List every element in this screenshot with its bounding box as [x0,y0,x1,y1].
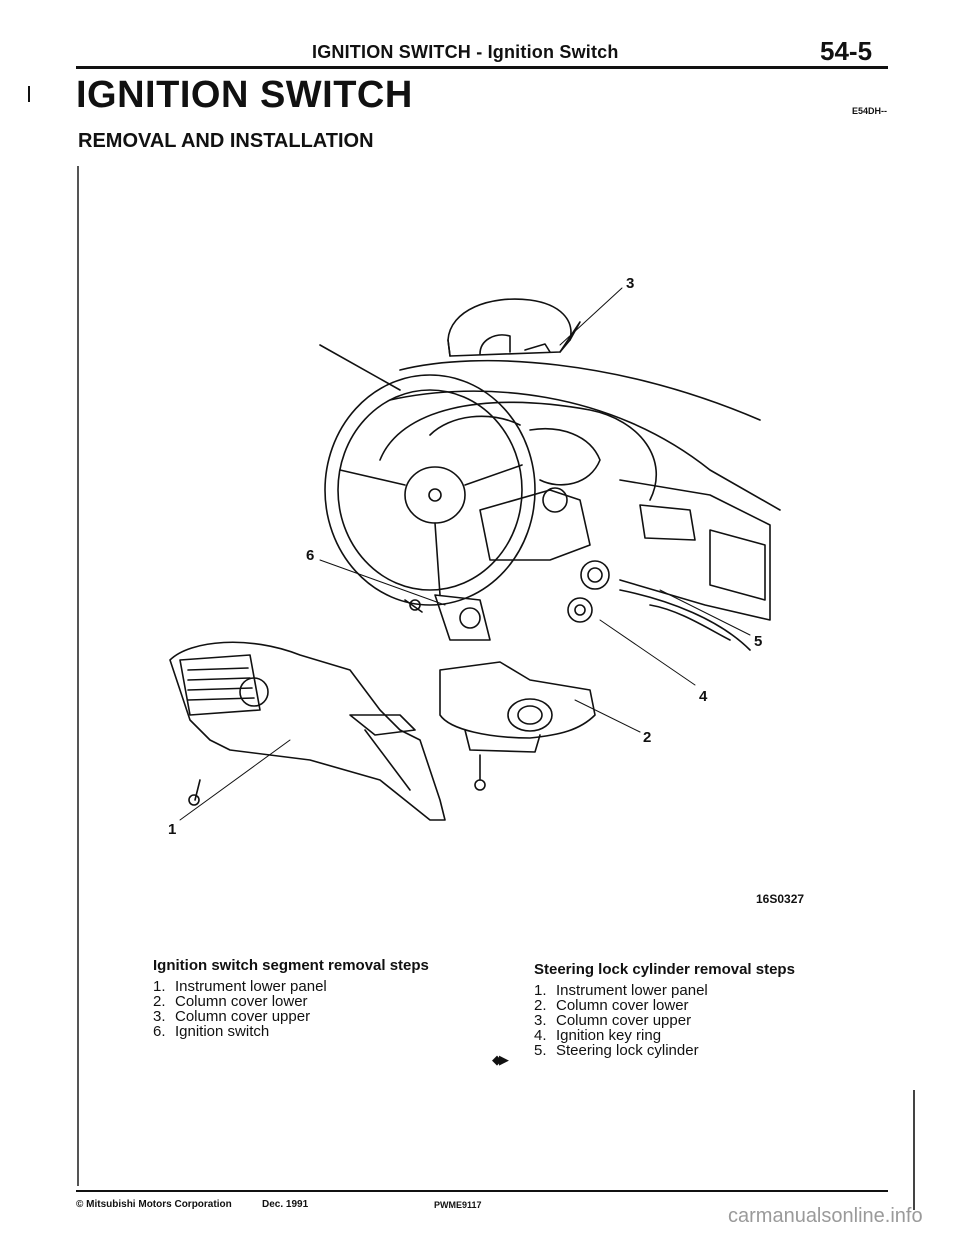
list-item: 6. Ignition switch [153,1024,429,1039]
column-cover-upper-drawing [447,298,581,357]
steps-list: 1. Instrument lower panel 2. Column cover … [534,983,795,1058]
figure-code: 16S0327 [756,892,805,906]
list-item: 2. Column cover lower [534,998,795,1013]
step-number: 1. [534,982,547,999]
exploded-view-diagram: 3 6 5 4 2 1 [150,260,790,860]
step-text: Ignition switch [175,1023,270,1040]
list-item: 1. Instrument lower panel [153,979,429,994]
step-text: Steering lock cylinder [556,1042,699,1059]
page-number: 54-5 [820,36,873,66]
list-item: 3. Column cover upper [153,1009,429,1024]
callout-1: 1 [168,821,176,838]
section-code: E54DH-- [852,106,888,116]
diagram-svg: 3 6 5 4 2 1 [168,275,781,838]
step-text: Column cover lower [556,997,689,1014]
callout-4: 4 [699,688,708,705]
step-text: Column cover lower [175,993,308,1010]
margin-rule [77,166,79,1186]
callout-5: 5 [754,633,762,650]
footer-code: PWME9117 [434,1200,482,1210]
instrument-lower-panel-drawing [169,641,446,821]
callout-6: 6 [306,547,314,564]
header-rule [76,66,888,69]
step-text: Instrument lower panel [175,978,327,995]
step-text: Instrument lower panel [556,982,708,999]
running-header: IGNITION SWITCH - Ignition Switch 54-5 [0,28,960,69]
step-number: 2. [153,993,166,1010]
subsection-title: REMOVAL AND INSTALLATION [78,130,374,152]
margin-rule-right [913,1090,915,1210]
header-title: IGNITION SWITCH - Ignition Switch [312,42,619,62]
dashboard-drawing [319,344,781,651]
list-item: 2. Column cover lower [153,994,429,1009]
column-assembly-drawing [404,487,610,641]
continuation-arrow-icon: ◆▶ [492,1052,509,1067]
step-number: 3. [534,1012,547,1029]
list-item: 5. Steering lock cylinder [534,1043,795,1058]
steps-heading: Steering lock cylinder removal steps [534,961,795,978]
step-number: 2. [534,997,547,1014]
footer-date: Dec. 1991 [262,1199,309,1210]
callout-3: 3 [626,275,634,292]
margin-mark [28,86,30,102]
step-number: 3. [153,1008,166,1025]
step-number: 4. [534,1027,547,1044]
leader-lines [179,287,751,821]
column-cover-lower-drawing [439,661,596,791]
footer-copyright: © Mitsubishi Motors Corporation [76,1199,232,1210]
step-text: Ignition key ring [556,1027,662,1044]
watermark: carmanualsonline.info [728,1205,923,1227]
steps-list: 1. Instrument lower panel 2. Column cover … [153,979,429,1039]
steering-wheel-drawing [324,374,536,606]
step-number: 5. [534,1042,547,1059]
section-title: IGNITION SWITCH [76,74,413,116]
callout-2: 2 [643,729,651,746]
list-item: 1. Instrument lower panel [534,983,795,998]
ignition-switch-steps: Ignition switch segment removal steps 1.… [153,958,429,1039]
step-text: Column cover upper [556,1012,692,1029]
step-number: 1. [153,978,166,995]
step-number: 6. [153,1023,166,1040]
steps-heading: Ignition switch segment removal steps [153,957,429,974]
list-item: 4. Ignition key ring [534,1028,795,1043]
step-text: Column cover upper [175,1008,311,1025]
steering-lock-steps: Steering lock cylinder removal steps 1. I… [534,962,795,1058]
footer-rule [76,1190,888,1192]
list-item: 3. Column cover upper [534,1013,795,1028]
